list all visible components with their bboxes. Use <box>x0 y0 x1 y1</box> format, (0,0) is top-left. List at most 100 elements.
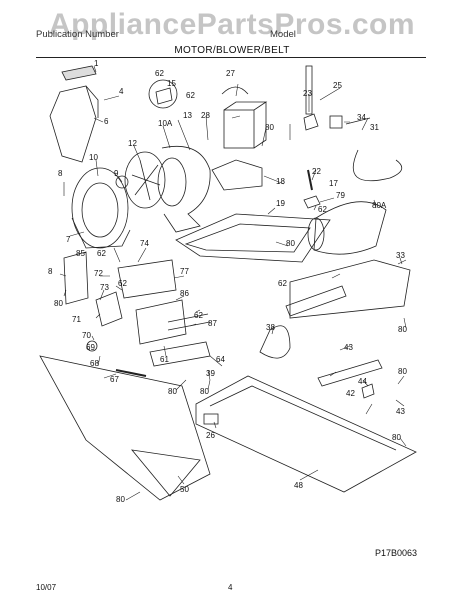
callout-label: 8 <box>48 267 53 276</box>
idler-spring-part <box>307 169 313 191</box>
callout-label: 43 <box>344 343 353 352</box>
callout-label: 15 <box>167 79 176 88</box>
callout-label: 62 <box>186 91 195 100</box>
burner-bracket-part <box>117 259 177 299</box>
base-tray-group <box>195 375 417 493</box>
callout-labels: 1 4 6 10 9 12 10A 13 62 15 62 27 28 80 2… <box>48 59 407 504</box>
callout-label: 9 <box>114 169 119 178</box>
callout-label: 62 <box>155 69 164 78</box>
motor-mount-part <box>211 159 263 191</box>
callout-label: 61 <box>160 355 169 364</box>
callout-label: 67 <box>110 375 119 384</box>
callout-label: 70 <box>82 331 91 340</box>
base-pan-inner <box>184 223 311 253</box>
motor-body-edge <box>223 101 268 149</box>
callout-label: 80 <box>54 299 63 308</box>
callout-label: 69 <box>86 343 95 352</box>
rail-part <box>285 285 347 317</box>
housing-opening <box>157 157 187 207</box>
duct-elbow-part <box>259 325 291 359</box>
terminal-block-part <box>329 115 343 129</box>
detail-clip-part <box>155 87 173 105</box>
callout-label: 87 <box>208 319 217 328</box>
revision-date: 10/07 <box>36 583 57 592</box>
callout-label: 80 <box>116 495 125 504</box>
callout-label: 80 <box>392 433 401 442</box>
belt-switch-arm <box>305 65 313 115</box>
callout-label: 80 <box>398 325 407 334</box>
callout-label: 38 <box>266 323 275 332</box>
callout-label: 23 <box>303 89 312 98</box>
heater-shield-part <box>63 251 89 305</box>
cover-panel-part <box>39 355 211 501</box>
callout-label: 8 <box>58 169 63 178</box>
motor-housing-group <box>124 79 211 233</box>
motor-base-pan <box>175 201 387 263</box>
callout-label: 80 <box>286 239 295 248</box>
motor-clamp-part <box>221 86 249 95</box>
callout-label: 33 <box>396 251 405 260</box>
detail-circle <box>148 79 178 109</box>
callout-label: 62 <box>118 279 127 288</box>
cover-flap-part <box>131 449 201 497</box>
callout-label: 12 <box>128 139 137 148</box>
callout-label: 80A <box>372 201 387 210</box>
impeller-part <box>124 151 166 209</box>
callout-label: 80 <box>200 387 209 396</box>
callout-label: 4 <box>119 87 124 96</box>
page-number: 4 <box>228 583 233 592</box>
callout-label: 62 <box>278 279 287 288</box>
cabinet-panel-part <box>289 259 411 319</box>
slide-bracket-part <box>317 359 383 387</box>
callout-label: 31 <box>370 123 379 132</box>
base-tray-part <box>195 375 417 493</box>
lint-screen-part <box>61 65 97 81</box>
callout-label: 10A <box>158 119 173 128</box>
callout-label: 13 <box>183 111 192 120</box>
base-tray-ridge <box>209 385 397 451</box>
motor-body-part <box>223 109 255 149</box>
callout-label: 62 <box>194 311 203 320</box>
callout-label: 80 <box>398 367 407 376</box>
grommet-part <box>86 340 98 352</box>
motor-end-cap <box>307 217 325 251</box>
motor-assembly <box>211 65 403 209</box>
power-cord-part <box>345 117 403 182</box>
base-pan-part <box>175 213 331 263</box>
blower-housing-part <box>161 145 211 233</box>
callout-label: 62 <box>97 249 106 258</box>
model-label: Model <box>270 29 296 40</box>
callout-label: 10 <box>89 153 98 162</box>
callout-label: 18 <box>276 177 285 186</box>
heat-plate-part <box>135 299 187 345</box>
callout-label: 80 <box>168 387 177 396</box>
callout-label: 17 <box>329 179 338 188</box>
blower-nut <box>115 175 129 189</box>
section-title: MOTOR/BLOWER/BELT <box>174 45 290 56</box>
callout-label: 62 <box>318 205 327 214</box>
callout-label: 42 <box>346 389 355 398</box>
blower-duct-assembly <box>49 65 131 249</box>
callout-label: 79 <box>336 191 345 200</box>
base-foot-part <box>203 413 219 425</box>
callout-label: 39 <box>206 369 215 378</box>
callout-label: 1 <box>94 59 99 68</box>
callout-label: 73 <box>100 283 109 292</box>
heat-rod-part <box>167 313 211 331</box>
leveling-foot-part <box>361 383 375 399</box>
blower-wheel-inner <box>81 182 119 238</box>
callout-label: 6 <box>104 117 109 126</box>
callout-label: 77 <box>180 267 189 276</box>
site-watermark: AppliancePartsPros.com <box>48 8 416 41</box>
callout-label: 28 <box>201 111 210 120</box>
callout-label: 48 <box>294 481 303 490</box>
callout-label: 85 <box>76 249 85 258</box>
callout-label: 25 <box>333 81 342 90</box>
gas-pipe-part <box>115 369 147 377</box>
front-cover-group <box>39 355 211 501</box>
callout-label: 74 <box>140 239 149 248</box>
callout-label: 34 <box>357 113 366 122</box>
callout-label: 27 <box>226 69 235 78</box>
blower-wheel-housing <box>71 167 129 249</box>
callout-label: 44 <box>358 377 367 386</box>
